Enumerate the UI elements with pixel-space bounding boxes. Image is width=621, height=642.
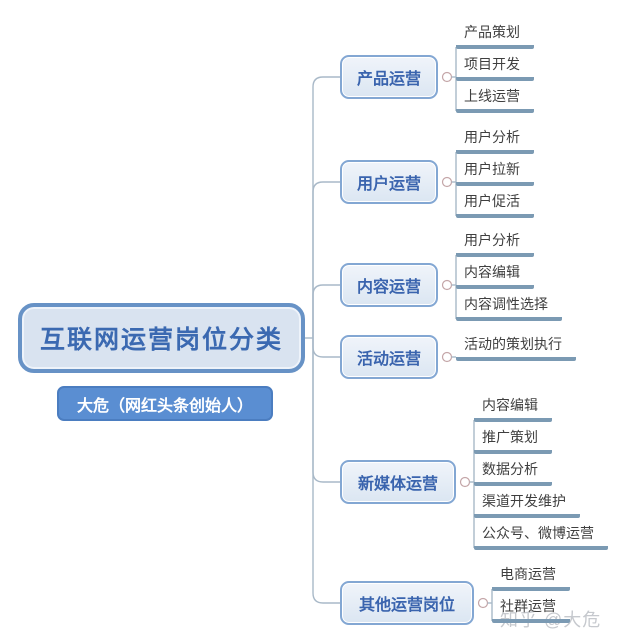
collapse-toggle[interactable] — [441, 279, 453, 291]
leaf-topic[interactable]: 社群运营 — [492, 595, 570, 623]
leaf-topic[interactable]: 产品策划 — [456, 21, 534, 49]
branch-topic-4[interactable]: 活动运营 — [340, 335, 438, 379]
leaf-topic[interactable]: 用户分析 — [456, 229, 534, 257]
branch-topic-2[interactable]: 用户运营 — [340, 160, 438, 204]
leaf-topic[interactable]: 渠道开发维护 — [474, 490, 580, 518]
leaf-topic[interactable]: 内容编辑 — [456, 261, 534, 289]
leaf-topic[interactable]: 公众号、微博运营 — [474, 522, 608, 550]
collapse-toggle[interactable] — [477, 597, 489, 609]
connector-path — [312, 181, 340, 338]
leaf-topic[interactable]: 用户促活 — [456, 190, 534, 218]
collapse-toggle[interactable] — [441, 351, 453, 363]
leaf-topic[interactable]: 推广策划 — [474, 426, 552, 454]
leaf-topic[interactable]: 上线运营 — [456, 85, 534, 113]
branch-topic-5[interactable]: 新媒体运营 — [340, 460, 456, 504]
leaf-topic[interactable]: 内容编辑 — [474, 394, 552, 422]
leaf-topic[interactable]: 用户拉新 — [456, 158, 534, 186]
connector-path — [312, 76, 340, 338]
connector-path — [312, 284, 340, 338]
leaf-topic[interactable]: 电商运营 — [492, 563, 570, 591]
leaf-topic[interactable]: 用户分析 — [456, 126, 534, 154]
collapse-toggle[interactable] — [441, 176, 453, 188]
connector-path — [312, 338, 340, 358]
connector-path — [312, 338, 340, 604]
leaf-topic[interactable]: 数据分析 — [474, 458, 552, 486]
branch-topic-6[interactable]: 其他运营岗位 — [340, 581, 474, 625]
branch-topic-3[interactable]: 内容运营 — [340, 263, 438, 307]
collapse-toggle[interactable] — [459, 476, 471, 488]
leaf-topic[interactable]: 内容调性选择 — [456, 293, 562, 321]
leaf-topic[interactable]: 活动的策划执行 — [456, 333, 576, 361]
author-badge[interactable]: 大危（网红头条创始人） — [57, 386, 273, 421]
collapse-toggle[interactable] — [441, 71, 453, 83]
central-topic[interactable]: 互联网运营岗位分类 — [18, 303, 305, 373]
branch-topic-1[interactable]: 产品运营 — [340, 55, 438, 99]
connector-path — [312, 338, 340, 483]
leaf-topic[interactable]: 项目开发 — [456, 53, 534, 81]
